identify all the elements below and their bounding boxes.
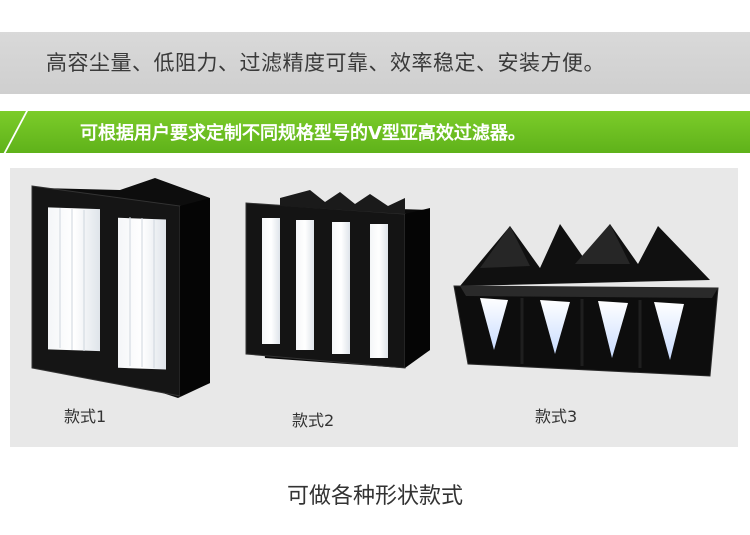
product-images xyxy=(31,178,719,398)
shapes-caption: 可做各种形状款式 xyxy=(286,484,463,509)
green-header-bar xyxy=(0,111,750,153)
top-banner: 高容尘量、低阻力、过滤精度可靠、效率稳定、安装方便。 xyxy=(0,32,750,94)
top-banner-text: 高容尘量、低阻力、过滤精度可靠、效率稳定、安装方便。 xyxy=(46,51,605,75)
product-label-style-2: 款式2 xyxy=(292,411,335,430)
filter-image-style-2 xyxy=(245,190,430,369)
product-label-style-3: 款式3 xyxy=(535,407,578,426)
filter-image-style-1 xyxy=(31,178,210,398)
product-label-style-1: 款式1 xyxy=(64,407,107,426)
filter-image-style-3 xyxy=(453,224,719,377)
green-bar-text: 可根据用户要求定制不同规格型号的V型亚高效过滤器。 xyxy=(80,123,526,144)
product-showcase-panel: 款式1 款式2 款式3 xyxy=(10,168,738,447)
